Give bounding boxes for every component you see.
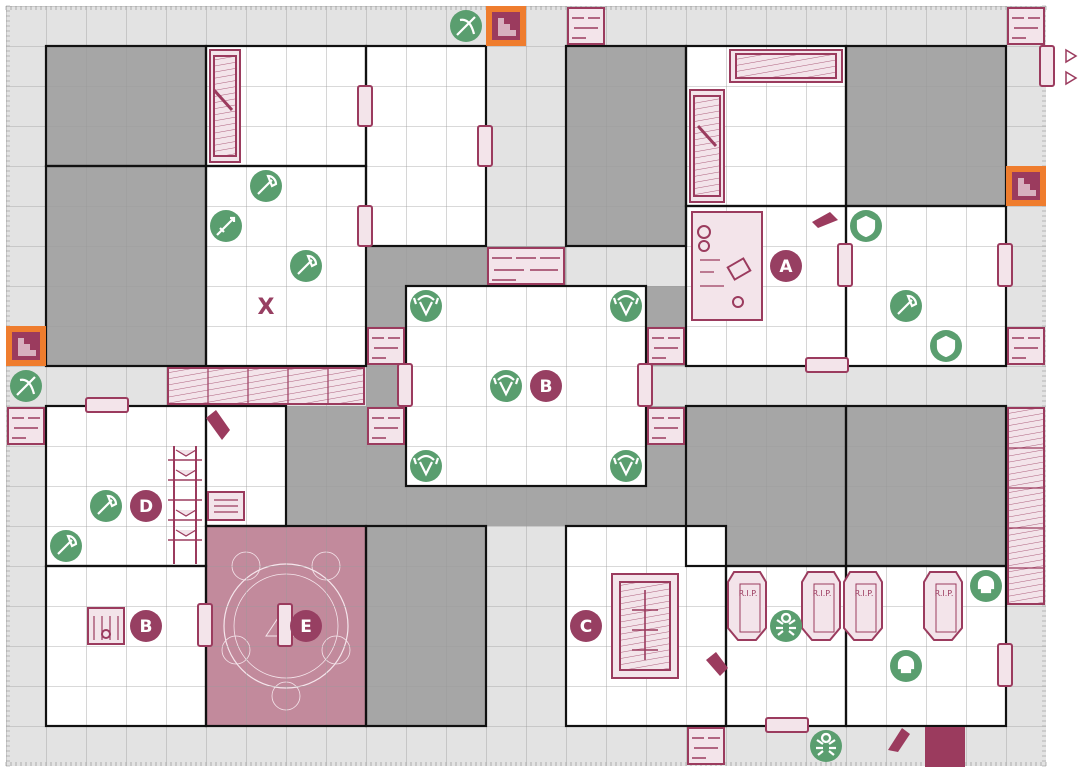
chest-icon [87, 607, 125, 645]
door-icon[interactable] [277, 603, 293, 647]
rubble-icon [1007, 7, 1045, 45]
axe-icon[interactable] [50, 530, 82, 562]
door-icon[interactable] [85, 397, 129, 413]
rubble-icon [7, 407, 45, 445]
door-icon[interactable] [1039, 45, 1055, 87]
room-label-b1: B [530, 370, 562, 402]
gargoyle-icon[interactable] [410, 450, 442, 482]
tomb-icon [729, 49, 843, 83]
axe-icon[interactable] [290, 250, 322, 282]
chest-icon [207, 491, 245, 521]
room-label-text: B [540, 377, 553, 397]
coffin-icon [923, 571, 963, 641]
room-label-text: C [580, 617, 592, 637]
door-icon[interactable] [997, 243, 1013, 287]
room-label-c: C [570, 610, 602, 642]
spider-icon[interactable] [810, 730, 842, 762]
door-icon[interactable] [397, 363, 413, 407]
tombstone-text: R.I.P. [935, 589, 954, 598]
coffin-icon [843, 571, 883, 641]
doors[interactable] [85, 45, 1055, 733]
door-icon[interactable] [357, 205, 373, 247]
skull-icon[interactable] [890, 650, 922, 682]
axe-icon[interactable] [250, 170, 282, 202]
room-labels: A B B C D E [130, 250, 802, 642]
door-icon[interactable] [997, 643, 1013, 687]
gargoyle-icon[interactable] [490, 370, 522, 402]
gargoyle-icon[interactable] [610, 450, 642, 482]
rubble-tiles [7, 7, 1045, 767]
room-label-e: E [290, 610, 322, 642]
exit-arrows [1065, 48, 1078, 86]
rubble-icon [925, 727, 965, 767]
weapon-rack-icon [168, 446, 202, 564]
door-icon[interactable] [837, 243, 853, 287]
rubble-icon [487, 247, 565, 285]
desk-icon [691, 211, 763, 321]
tombstone-text: R.I.P. [813, 589, 832, 598]
coffin-icon [727, 571, 767, 641]
stairs-icon [1006, 166, 1046, 206]
tomb-icon [209, 49, 241, 163]
axe-icon[interactable] [90, 490, 122, 522]
room-label-text: D [139, 497, 153, 517]
spider-icon[interactable] [770, 610, 802, 642]
grid-lines [6, 6, 1046, 766]
shield-icon[interactable] [850, 210, 882, 242]
stairs[interactable] [6, 6, 1046, 366]
room-label-d: D [130, 490, 162, 522]
coffin-icon [801, 571, 841, 641]
tombstone-text: R.I.P. [739, 589, 758, 598]
door-icon[interactable] [357, 85, 373, 127]
furniture [87, 49, 1045, 679]
door-icon[interactable] [477, 125, 493, 167]
rubble-icon [567, 7, 605, 45]
rubble-icon [687, 727, 725, 765]
room-label-text: E [300, 617, 312, 637]
bookcase-icon [1007, 407, 1045, 605]
crossbow-icon[interactable] [10, 370, 42, 402]
stairs-icon [486, 6, 526, 46]
room-label-a: A [770, 250, 802, 282]
pit-traps [206, 212, 910, 752]
room-label-b2: B [130, 610, 162, 642]
tombstone-texts: R.I.P. R.I.P. R.I.P. R.I.P. [739, 589, 954, 598]
rubble-icon [367, 407, 405, 445]
rubble-icon [1007, 327, 1045, 365]
shield-icon[interactable] [930, 330, 962, 362]
tombstone-text: R.I.P. [855, 589, 874, 598]
rubble-icon [367, 327, 405, 365]
gargoyle-icon[interactable] [610, 290, 642, 322]
door-icon[interactable] [197, 603, 213, 647]
gargoyle-icon[interactable] [410, 290, 442, 322]
bookcase-icon [167, 367, 365, 405]
axe-icon[interactable] [890, 290, 922, 322]
room-walls [44, 44, 1008, 728]
marker-x: X [258, 295, 275, 320]
room-label-text: B [140, 617, 153, 637]
crossbow-icon[interactable] [450, 10, 482, 42]
rubble-icon [647, 407, 685, 445]
tomb-icon [689, 89, 725, 203]
door-icon[interactable] [765, 717, 809, 733]
rubble-icon [647, 327, 685, 365]
tomb-icon [611, 573, 679, 679]
sword-icon[interactable] [210, 210, 242, 242]
stairs-icon [6, 326, 46, 366]
monsters[interactable] [10, 10, 1002, 762]
door-icon[interactable] [805, 357, 849, 373]
room-label-text: A [779, 257, 793, 277]
door-icon[interactable] [637, 363, 653, 407]
skull-icon[interactable] [970, 570, 1002, 602]
